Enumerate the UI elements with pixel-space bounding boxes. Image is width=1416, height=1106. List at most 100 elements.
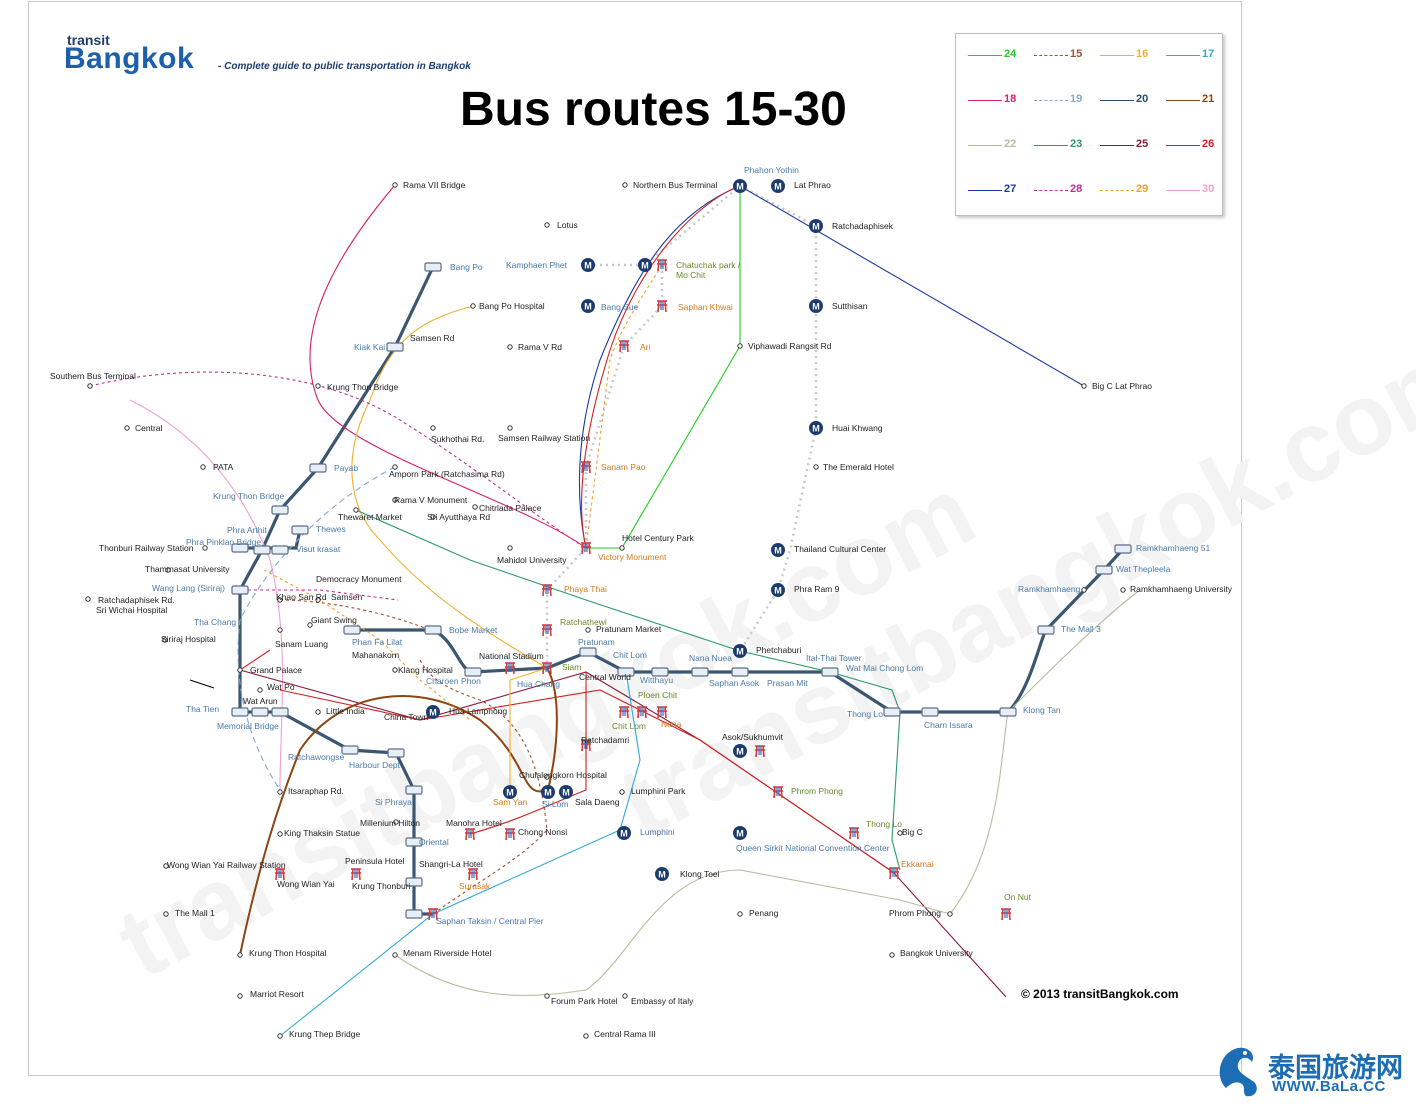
stop-marker[interactable] [315,383,321,389]
mrt-station-icon[interactable]: M [617,826,631,840]
boat-pier-icon[interactable] [731,667,749,677]
stop-marker[interactable] [277,789,283,795]
stop-marker[interactable] [392,952,398,958]
stop-marker[interactable] [544,774,550,780]
stop-marker[interactable] [1081,383,1087,389]
mrt-station-icon[interactable]: M [733,826,747,840]
stop-marker[interactable] [315,709,321,715]
bts-station-icon[interactable] [428,908,438,921]
mrt-station-icon[interactable]: M [733,744,747,758]
boat-pier-icon[interactable] [691,667,709,677]
stop-marker[interactable] [202,545,208,551]
stop-marker[interactable] [85,596,91,602]
stop-marker[interactable] [392,497,398,503]
bts-station-icon[interactable] [581,542,591,555]
stop-marker[interactable] [277,1033,283,1039]
boat-pier-icon[interactable] [231,585,249,595]
boat-pier-icon[interactable] [341,745,359,755]
stop-marker[interactable] [165,567,171,573]
stop-marker[interactable] [1120,587,1126,593]
stop-marker[interactable] [307,622,313,628]
stop-marker[interactable] [470,303,476,309]
stop-marker[interactable] [622,993,628,999]
stop-marker[interactable] [622,182,628,188]
boat-pier-icon[interactable] [1037,625,1055,635]
stop-marker[interactable] [583,1033,589,1039]
stop-marker[interactable] [87,383,93,389]
mrt-station-icon[interactable]: M [638,258,652,272]
stop-marker[interactable] [947,911,953,917]
boat-pier-icon[interactable] [271,707,289,717]
site-badge-url[interactable]: WWW.BaLa.CC [1272,1078,1386,1095]
boat-pier-icon[interactable] [883,707,901,717]
stop-marker[interactable] [507,425,513,431]
stop-marker[interactable] [163,911,169,917]
mrt-station-icon[interactable]: M [426,705,440,719]
mrt-station-icon[interactable]: M [809,421,823,435]
mrt-station-icon[interactable]: M [771,179,785,193]
bts-station-icon[interactable] [657,259,667,272]
boat-pier-icon[interactable] [309,463,327,473]
bts-station-icon[interactable] [468,868,478,881]
mrt-station-icon[interactable]: M [581,299,595,313]
stop-marker[interactable] [163,863,169,869]
mrt-station-icon[interactable]: M [771,583,785,597]
stop-marker[interactable] [277,597,283,603]
boat-pier-icon[interactable] [424,625,442,635]
stop-marker[interactable] [392,667,398,673]
bts-station-icon[interactable] [849,827,859,840]
stop-marker[interactable] [162,637,168,643]
bts-station-icon[interactable] [542,584,552,597]
boat-pier-icon[interactable] [921,707,939,717]
stop-marker[interactable] [277,627,283,633]
site-badge[interactable] [1212,1036,1416,1102]
mrt-station-icon[interactable]: M [581,258,595,272]
boat-pier-icon[interactable] [271,505,289,515]
stop-marker[interactable] [889,952,895,958]
boat-pier-icon[interactable] [231,543,249,553]
boat-pier-icon[interactable] [1095,565,1113,575]
bts-station-icon[interactable] [505,828,515,841]
stop-marker[interactable] [507,344,513,350]
bts-station-icon[interactable] [1001,908,1011,921]
stop-marker[interactable] [1081,587,1087,593]
boat-pier-icon[interactable] [251,707,269,717]
boat-pier-icon[interactable] [405,785,423,795]
stop-marker[interactable] [237,993,243,999]
boat-pier-icon[interactable] [387,748,405,758]
boat-pier-icon[interactable] [424,262,442,272]
stop-marker[interactable] [237,667,243,673]
boat-pier-icon[interactable] [579,647,597,657]
boat-pier-icon[interactable] [271,545,289,555]
boat-pier-icon[interactable] [386,342,404,352]
stop-marker[interactable] [200,464,206,470]
boat-pier-icon[interactable] [231,707,249,717]
bts-station-icon[interactable] [581,739,591,752]
stop-marker[interactable] [315,597,321,603]
stop-marker[interactable] [277,831,283,837]
boat-pier-icon[interactable] [405,877,423,887]
mrt-station-icon[interactable]: M [809,299,823,313]
mrt-station-icon[interactable]: M [733,179,747,193]
bts-station-icon[interactable] [657,300,667,313]
boat-pier-icon[interactable] [291,525,309,535]
boat-pier-icon[interactable] [999,707,1017,717]
bts-station-icon[interactable] [542,662,552,675]
stop-marker[interactable] [619,545,625,551]
stop-marker[interactable] [353,507,359,513]
boat-pier-icon[interactable] [651,667,669,677]
mrt-station-icon[interactable]: M [655,867,669,881]
boat-pier-icon[interactable] [253,545,271,555]
boat-pier-icon[interactable] [464,667,482,677]
stop-marker[interactable] [585,627,591,633]
bts-station-icon[interactable] [351,868,361,881]
bts-station-icon[interactable] [889,867,899,880]
boat-pier-icon[interactable] [405,837,423,847]
stop-marker[interactable] [507,545,513,551]
bts-station-icon[interactable] [619,340,629,353]
stop-marker[interactable] [393,819,399,825]
mrt-station-icon[interactable]: M [503,785,517,799]
stop-marker[interactable] [237,952,243,958]
mrt-station-icon[interactable]: M [771,543,785,557]
boat-pier-icon[interactable] [617,667,635,677]
